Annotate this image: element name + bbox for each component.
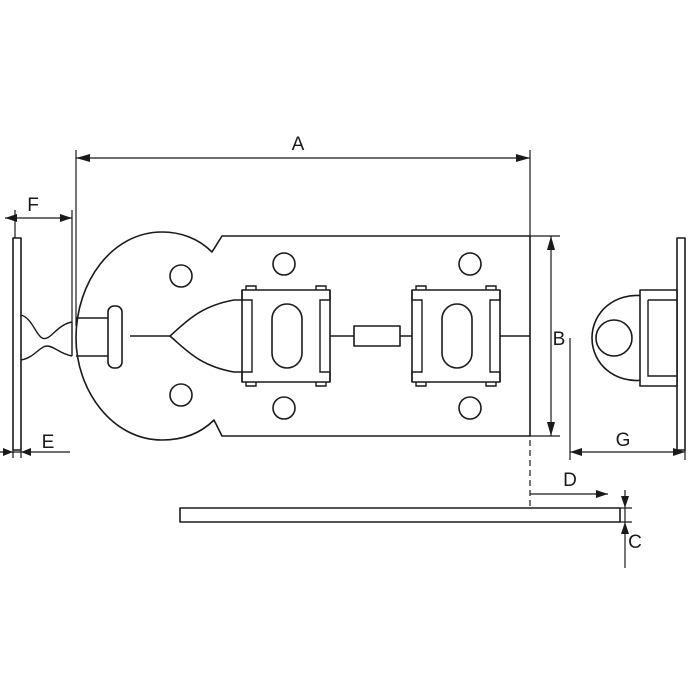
keeper-housing-inner — [647, 299, 677, 377]
keeper-loop-hole — [595, 319, 633, 357]
plate-thickness-view — [179, 507, 621, 523]
bolt-guide-slot-2 — [441, 303, 473, 369]
bolt-guide-slot-1 — [271, 303, 303, 369]
dimension-label-c: C — [628, 532, 642, 553]
dimension-c — [620, 490, 632, 568]
keeper-housing — [639, 289, 678, 387]
keeper-view — [591, 237, 686, 451]
bolt-guide-2 — [411, 285, 501, 387]
dimension-label-g: G — [616, 430, 631, 451]
dimension-a — [75, 150, 531, 326]
dimension-label-e: E — [42, 432, 55, 453]
dimension-f — [5, 210, 73, 322]
dimension-e — [0, 448, 70, 458]
bolt-guide-1 — [241, 285, 331, 387]
side-profile-view — [12, 237, 73, 451]
screw-hole-2 — [169, 383, 193, 407]
side-profile-bolt-bend — [20, 314, 73, 361]
screw-hole-3 — [272, 252, 296, 276]
dimension-label-f: F — [27, 195, 39, 216]
dimension-label-b: B — [553, 329, 566, 350]
screw-hole-1 — [169, 264, 193, 288]
dimension-d — [529, 440, 608, 506]
bolt-handle — [107, 305, 123, 369]
dimension-label-d: D — [563, 470, 577, 491]
keeper-base-plate — [676, 237, 686, 451]
side-profile-plate — [12, 237, 22, 451]
screw-hole-6 — [458, 396, 482, 420]
screw-hole-5 — [458, 252, 482, 276]
front-view — [75, 231, 531, 441]
dimension-g — [569, 338, 686, 460]
dimension-b — [530, 235, 560, 437]
bolt-connector — [353, 325, 401, 347]
dimension-label-a: A — [292, 134, 305, 155]
screw-hole-4 — [272, 396, 296, 420]
